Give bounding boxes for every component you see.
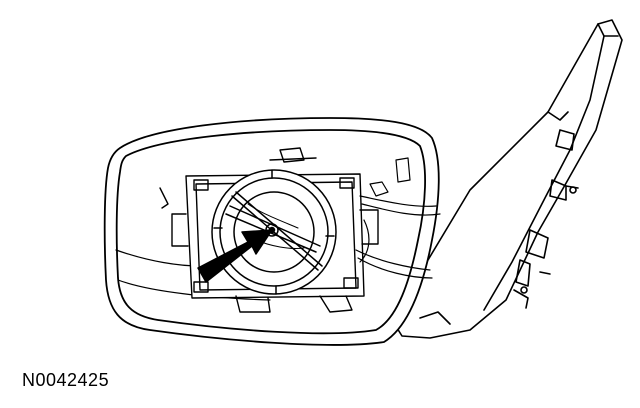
wiring-harness: [355, 157, 441, 279]
callout-arrow: [197, 229, 273, 283]
mirror-mounting-arm: [391, 19, 623, 339]
figure-id-label: N0042425: [22, 370, 110, 390]
mirror-actuator: [211, 169, 337, 295]
